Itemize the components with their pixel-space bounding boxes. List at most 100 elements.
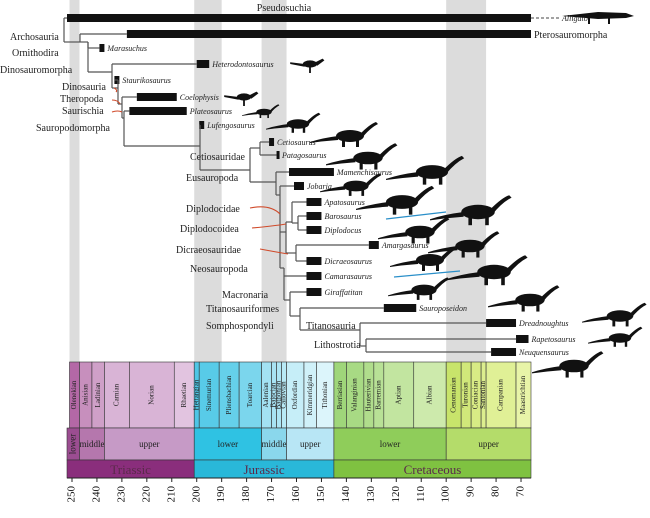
dreadnoughtus-silhouette	[582, 302, 647, 327]
silhouette-leg	[485, 216, 489, 226]
clade-pointer-line	[251, 223, 287, 229]
stage-cell	[383, 361, 415, 429]
clade-pointer-line	[111, 99, 121, 105]
epoch-label: middle	[262, 439, 287, 449]
stage-label: Barremian	[374, 380, 382, 410]
stage-label: Ladinian	[94, 382, 102, 407]
heterodontosaurus-silhouette	[290, 58, 325, 73]
axis-tick-label: 150	[315, 486, 327, 503]
silhouette-leg	[408, 206, 413, 215]
silhouette-body	[461, 204, 495, 220]
epoch-cell	[261, 427, 287, 461]
silhouette-head	[315, 58, 325, 66]
taxon-label: Apatosaurus	[323, 198, 364, 207]
apatosaurus-silhouette	[356, 185, 435, 215]
stage-label: Kimmeridgian	[306, 374, 314, 415]
axis-tick-label: 250	[66, 486, 78, 503]
stage-label: Pliensbachian	[225, 375, 233, 414]
range-bar-diplodocus	[306, 226, 322, 234]
silhouette-tail	[588, 338, 611, 344]
silhouette-neck	[540, 285, 560, 303]
silhouette-leg	[422, 176, 427, 185]
silhouette-leg	[356, 140, 359, 147]
silhouette-body	[302, 60, 318, 68]
stage-label: Olenekian	[70, 380, 78, 409]
epoch-cell	[286, 427, 335, 461]
silhouette-leg	[411, 236, 415, 244]
stage-label: Albian	[426, 385, 434, 405]
silhouette-tail	[582, 316, 609, 323]
silhouette-neck	[506, 255, 528, 275]
axis-tick-label: 130	[365, 486, 377, 503]
axis-tick-label: 70	[515, 486, 527, 498]
clade-label-pseudosuchia: Pseudosuchia	[257, 3, 312, 14]
silhouette-neck	[430, 217, 450, 235]
epoch-cell	[104, 427, 195, 461]
jobaria-silhouette	[320, 173, 382, 196]
patagosaurus-silhouette	[326, 143, 398, 170]
range-bar-mamenchisaurus	[289, 168, 334, 176]
axis-tick-label: 100	[440, 486, 452, 503]
silhouette-leg	[468, 216, 472, 226]
silhouette-leg	[624, 341, 628, 347]
silhouette-tail	[390, 260, 418, 267]
silhouette-neck	[306, 112, 321, 126]
silhouette-neck	[365, 173, 382, 188]
silhouette-leg	[243, 99, 245, 106]
silhouette-neck	[378, 143, 398, 161]
rapetosaurus-silhouette	[588, 326, 643, 347]
clade-label: Dicraeosauridae	[176, 245, 242, 256]
taxon-label: Cetiosaurus	[277, 138, 316, 147]
range-bar-camarasaurus	[306, 272, 322, 280]
silhouette-leg	[613, 341, 616, 347]
epoch-cell	[193, 427, 262, 461]
silhouette-leg	[348, 189, 352, 196]
silhouette-leg	[302, 127, 306, 133]
silhouette-body	[256, 108, 272, 116]
silhouette-body	[606, 310, 634, 322]
range-bar-jobaria	[294, 182, 304, 190]
silhouette-body	[477, 264, 511, 280]
stage-label: Bajocian	[270, 382, 278, 407]
range-bar-amargasaurus	[368, 241, 379, 249]
silhouette-body	[455, 239, 485, 253]
clade-label: Somphospondyli	[206, 321, 274, 332]
silhouette-leg	[476, 250, 480, 258]
stage-label: Berriasian	[336, 380, 344, 409]
range-bar-heterodontosaurus	[196, 60, 210, 68]
range-bar-sauroposeidon	[383, 304, 417, 312]
clade-label: Neosauropoda	[190, 264, 248, 275]
axis-tick-label: 220	[140, 486, 152, 503]
stage-label: Toarcian	[246, 382, 254, 407]
silhouette-neck	[413, 185, 435, 205]
stage-label: Hauterivian	[364, 378, 372, 412]
axis-tick-label: 110	[415, 486, 427, 503]
clade-pointer-line	[111, 110, 123, 113]
silhouette-leg	[291, 127, 294, 133]
taxon-label: Camarasaurus	[324, 272, 372, 281]
axis-tick-label: 140	[340, 486, 352, 503]
silhouette-body	[405, 225, 435, 239]
silhouette-leg	[309, 66, 311, 73]
taxon-label: Diplodocus	[323, 226, 361, 235]
silhouette-body	[286, 119, 310, 129]
silhouette-leg	[565, 370, 569, 378]
silhouette-leg	[392, 206, 397, 215]
silhouette-head	[249, 91, 259, 99]
stage-label: Sinemurian	[205, 378, 213, 411]
silhouette-tail	[430, 212, 464, 221]
mamenchisaurus-silhouette	[386, 155, 465, 185]
stage-label: Norian	[147, 385, 155, 405]
axis-tick-label: 180	[240, 486, 252, 503]
coelophysis-silhouette	[224, 91, 259, 106]
range-bar-barosaurus	[306, 212, 322, 220]
silhouette-tail	[320, 186, 346, 193]
taxon-label: Dicraeosaurus	[323, 257, 372, 266]
silhouette-leg	[259, 114, 262, 119]
taxon-label: Plateosaurus	[189, 107, 232, 116]
taxon-label: Staurikosaurus	[122, 76, 170, 85]
silhouette-leg	[426, 236, 430, 244]
clade-label-pterosauromorpha: Pterosauromorpha	[534, 30, 608, 41]
silhouette-tail	[242, 112, 258, 116]
silhouette-body	[236, 93, 252, 101]
